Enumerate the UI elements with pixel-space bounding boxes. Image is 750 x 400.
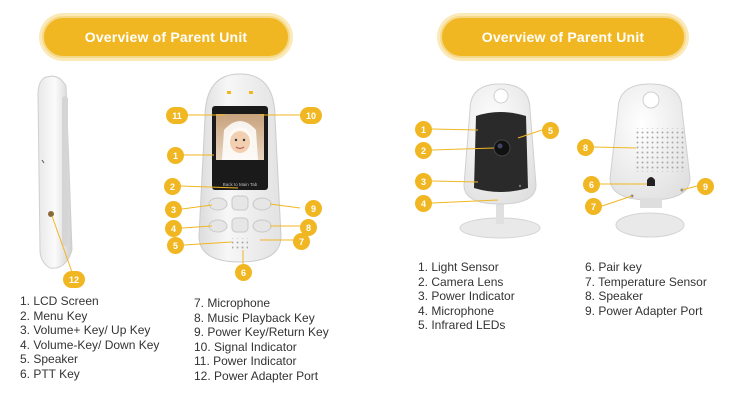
legend-item: 3. Volume+ Key/ Up Key: [20, 323, 151, 338]
camera-callout-3: 3: [415, 173, 432, 190]
legend-item: 4. Volume-Key/ Down Key: [20, 337, 160, 352]
callout-1: 1: [167, 147, 184, 164]
legend-item: 2. Menu Key: [20, 308, 88, 323]
camera-callout-8: 8: [577, 139, 594, 156]
parent-unit-front-view: Back to Main Tab: [198, 73, 282, 263]
legend-item: 11. Power Indicator: [194, 354, 297, 369]
callout-4: 4: [165, 220, 182, 237]
callout-7: 7: [293, 233, 310, 250]
leader-lines: [51, 114, 698, 273]
callout-8: 8: [300, 219, 317, 236]
camera-callout-4: 4: [415, 195, 432, 212]
legend-item: 9. Power Adapter Port: [585, 303, 703, 318]
header-right-title: Overview of Parent Unit: [481, 29, 645, 45]
legend-item: 1. LCD Screen: [20, 294, 99, 308]
camera-callout-9: 9: [697, 178, 714, 195]
legend-item: 8. Music Playback Key: [194, 310, 315, 325]
camera-callout-5: 5: [542, 122, 559, 139]
legend-item: 10. Signal Indicator: [194, 339, 297, 354]
header-left-title: Overview of Parent Unit: [84, 29, 248, 45]
callout-10: 10: [300, 107, 322, 124]
camera-legend-col2: 6. Pair key 7. Temperature Sensor 8. Spe…: [585, 260, 707, 318]
legend-item: 2. Camera Lens: [418, 274, 504, 289]
parent-legend-col2: 7. Microphone 8. Music Playback Key 9. P…: [194, 296, 329, 384]
camera-callout-2: 2: [415, 142, 432, 159]
screen-caption: Back to Main Tab: [223, 182, 258, 187]
legend-item: 3. Power Indicator: [418, 289, 515, 304]
camera-back-view: [609, 83, 691, 238]
camera-front-view: [459, 83, 541, 239]
legend-item: 5. Infrared LEDs: [418, 318, 506, 333]
callout-2: 2: [164, 178, 181, 195]
legend-item: 7. Microphone: [194, 296, 271, 310]
callout-11: 11: [166, 107, 188, 124]
callout-12: 12: [63, 271, 85, 288]
parent-legend-col1: 1. LCD Screen 2. Menu Key 3. Volume+ Key…: [20, 294, 159, 382]
callout-3: 3: [165, 201, 182, 218]
camera-callout-6: 6: [583, 176, 600, 193]
callout-9: 9: [305, 200, 322, 217]
callout-5: 5: [167, 237, 184, 254]
callout-6: 6: [235, 264, 252, 281]
legend-item: 7. Temperature Sensor: [585, 274, 707, 289]
legend-item: 6. PTT Key: [20, 366, 80, 381]
header-left: Overview of Parent Unit: [42, 16, 290, 58]
legend-item: 9. Power Key/Return Key: [194, 325, 329, 340]
legend-item: 8. Speaker: [585, 289, 644, 304]
header-right: Overview of Parent Unit: [440, 16, 686, 58]
legend-item: 4. Microphone: [418, 303, 495, 318]
camera-legend-col1: 1. Light Sensor 2. Camera Lens 3. Power …: [418, 260, 515, 333]
legend-item: 1. Light Sensor: [418, 260, 499, 274]
legend-item: 5. Speaker: [20, 352, 79, 367]
legend-item: 6. Pair key: [585, 260, 642, 274]
camera-callout-1: 1: [415, 121, 432, 138]
parent-unit-side-view: [37, 75, 73, 269]
legend-item: 12. Power Adapter Port: [194, 368, 319, 383]
camera-callout-7: 7: [585, 198, 602, 215]
